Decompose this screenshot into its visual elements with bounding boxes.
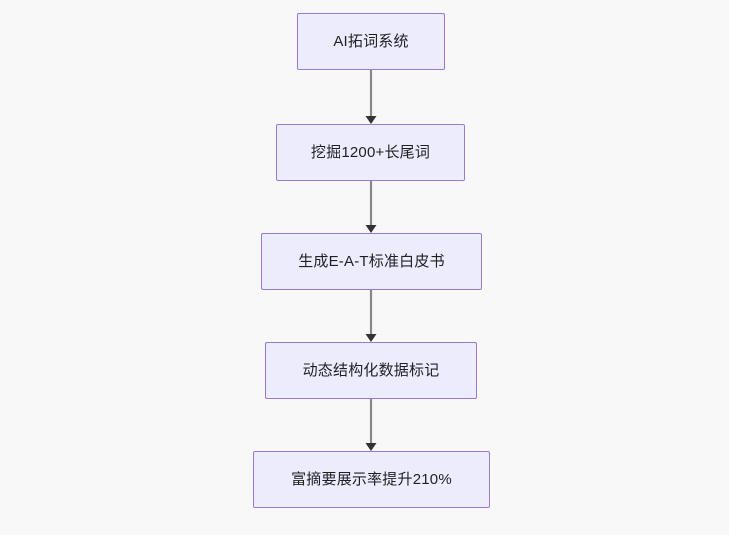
edge-node4-to-node5 (360, 398, 382, 451)
flow-node-ai-keyword-system[interactable]: AI拓词系统 (297, 13, 445, 70)
flow-node-rich-snippet-rate-increase[interactable]: 富摘要展示率提升210% (253, 451, 490, 508)
flow-node-generate-eat-whitepaper[interactable]: 生成E-A-T标准白皮书 (261, 233, 482, 290)
flow-node-label: 动态结构化数据标记 (302, 362, 440, 379)
edge-node2-to-node3 (360, 181, 382, 233)
flow-node-mine-longtail-keywords[interactable]: 挖掘1200+长尾词 (276, 124, 465, 181)
flow-node-label: 挖掘1200+长尾词 (310, 144, 431, 161)
edge-node1-to-node2 (360, 70, 382, 124)
flow-node-dynamic-structured-data-markup[interactable]: 动态结构化数据标记 (265, 342, 477, 399)
edge-node3-to-node4 (360, 290, 382, 342)
flow-node-label: 生成E-A-T标准白皮书 (298, 253, 445, 270)
flow-node-label: AI拓词系统 (333, 33, 409, 50)
flow-node-label: 富摘要展示率提升210% (291, 471, 452, 488)
